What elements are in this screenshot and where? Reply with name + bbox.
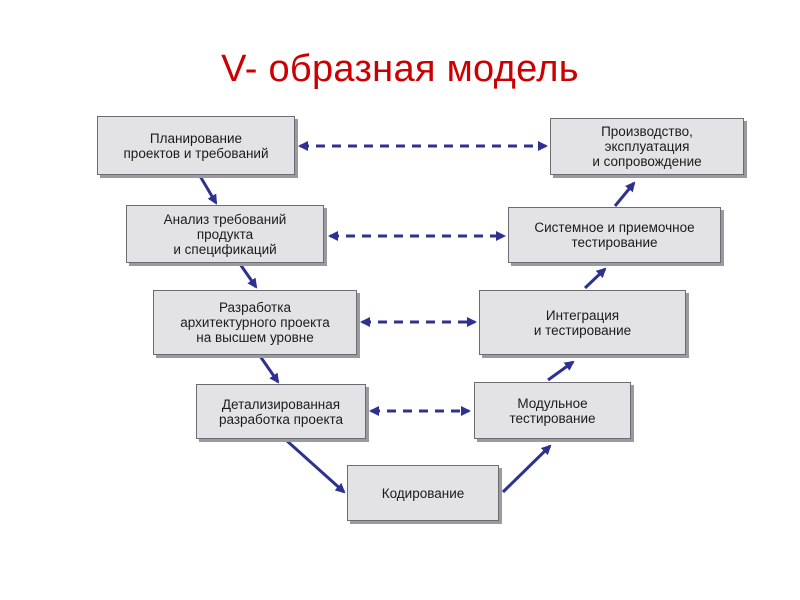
- flow-arrow-detailed-to-coding: [284, 438, 346, 494]
- flow-arrow-planning-to-analysis: [198, 175, 218, 205]
- stage-unit-testing: Модульное тестирование: [474, 382, 631, 439]
- flow-arrow-system-to-production: [613, 181, 636, 207]
- flow-arrow-architecture-to-detailed: [258, 355, 280, 384]
- stage-detailed-design: Детализированная разработка проекта: [196, 384, 366, 439]
- flow-arrow-unit-to-integration: [547, 360, 575, 382]
- flow-arrow-analysis-to-architecture: [238, 263, 258, 289]
- stage-analysis: Анализ требований продукта и спецификаци…: [126, 205, 324, 263]
- stage-planning: Планирование проектов и требований: [97, 116, 295, 175]
- stage-architecture: Разработка архитектурного проекта на выс…: [153, 290, 357, 355]
- slide-title: V- образная модель: [221, 48, 579, 90]
- stage-integration: Интеграция и тестирование: [479, 290, 686, 355]
- flow-arrow-coding-to-unit: [501, 444, 552, 494]
- stage-production: Производство, эксплуатация и сопровожден…: [550, 118, 744, 175]
- stage-system-testing: Системное и приемочное тестирование: [508, 207, 721, 263]
- stage-coding: Кодирование: [347, 465, 499, 521]
- flow-arrow-integration-to-system: [583, 267, 607, 290]
